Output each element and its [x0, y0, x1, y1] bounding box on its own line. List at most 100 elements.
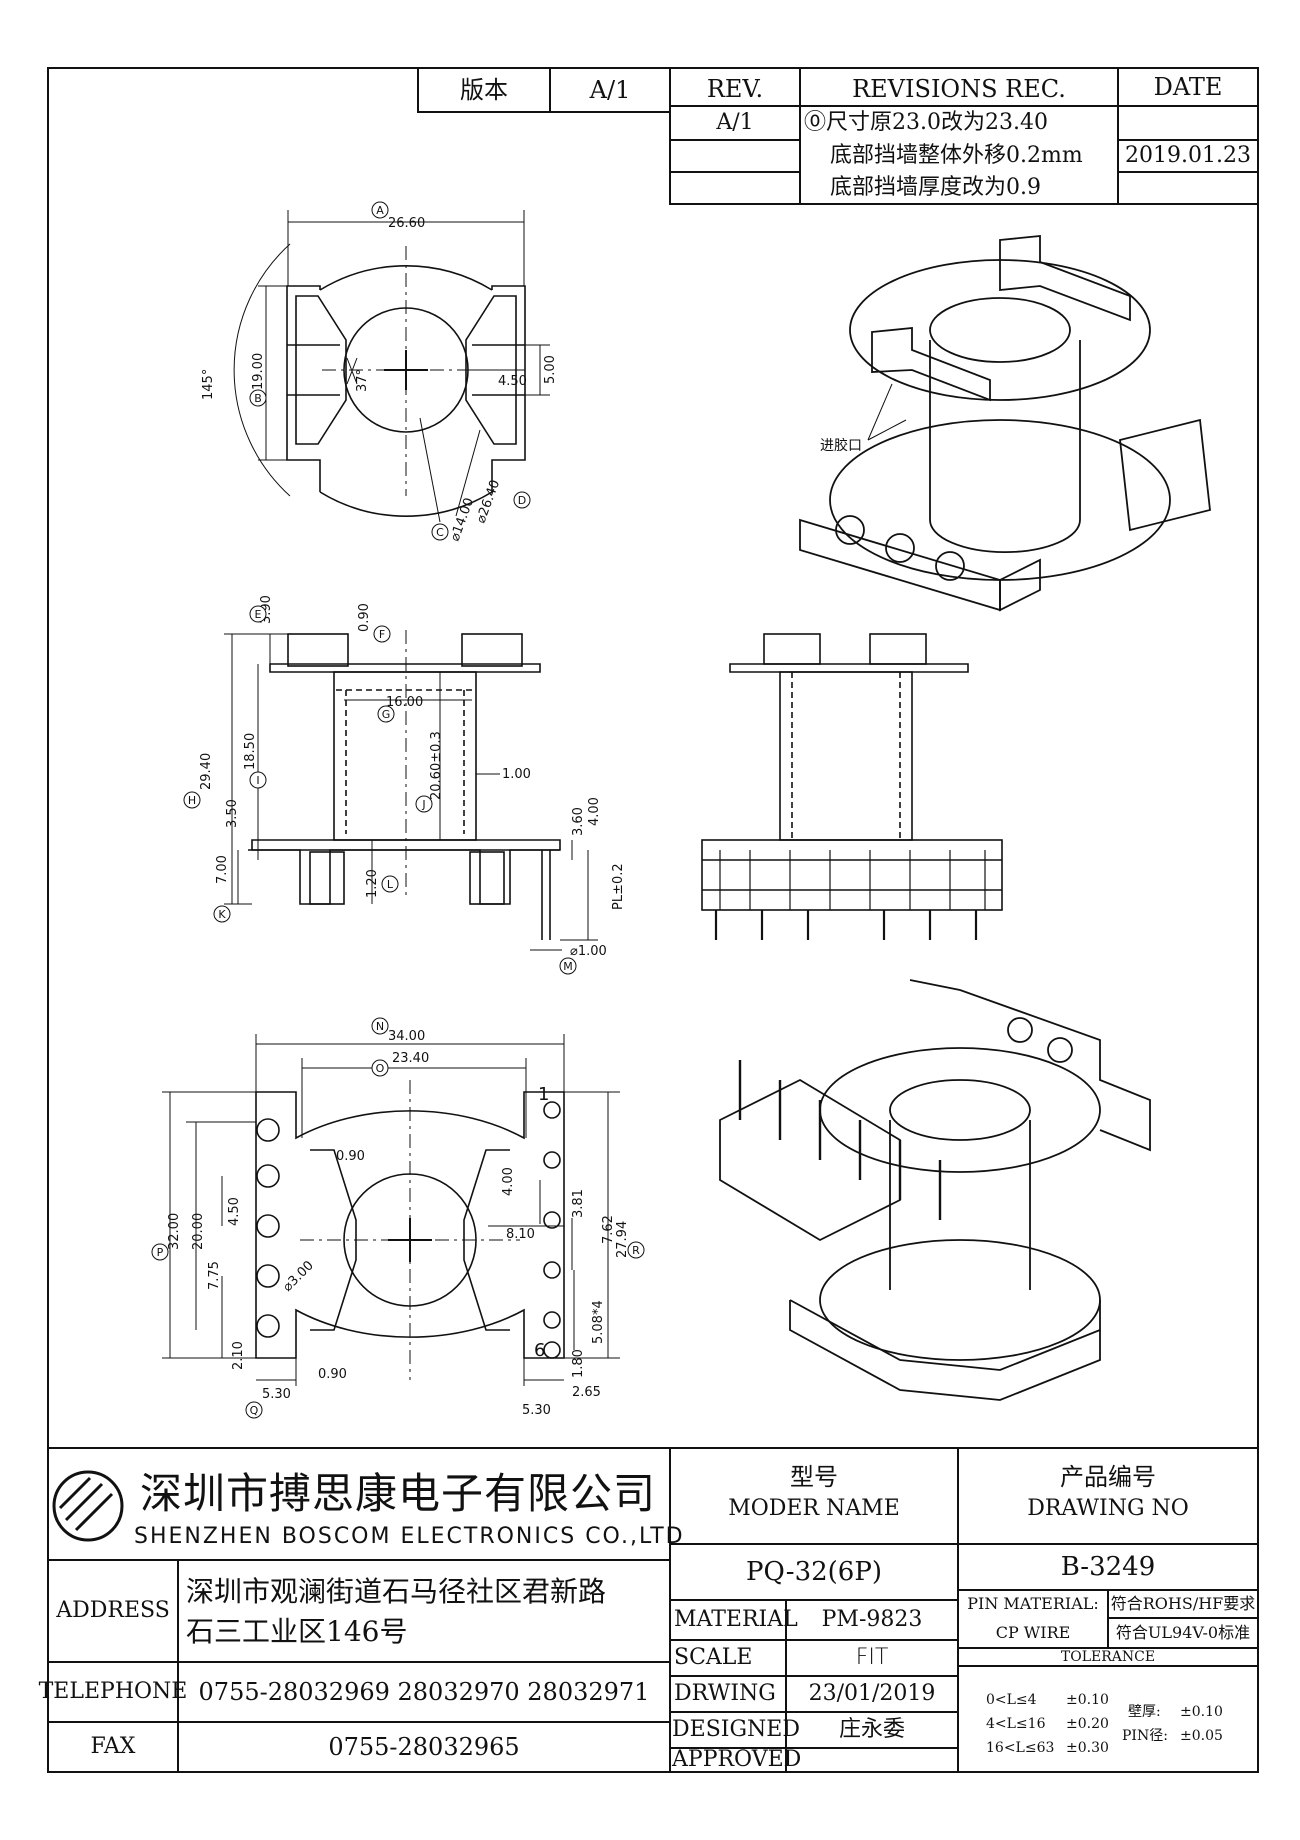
address-line-2: 石三工业区146号: [186, 1615, 408, 1648]
dim-145: 145°: [201, 369, 216, 400]
dim-h: 29.40: [199, 753, 214, 790]
tolerance-label: TOLERANCE: [1060, 1649, 1156, 1665]
svg-text:H: H: [188, 794, 196, 807]
scale-value: FIT: [855, 1645, 889, 1670]
tag-o: O: [371, 1059, 389, 1077]
tag-h: H: [183, 791, 201, 809]
tol-range-1: 0<L≤4: [986, 1692, 1037, 1708]
dim-q: 5.30: [262, 1387, 291, 1402]
tag-p: P: [151, 1243, 169, 1261]
revision-line-3: 底部挡墙厚度改为0.9: [830, 175, 1041, 200]
bottom-view: [162, 1034, 620, 1386]
dim-400-bottom: 4.00: [501, 1167, 516, 1196]
svg-text:A: A: [376, 204, 384, 217]
dim-090a: 0.90: [336, 1149, 365, 1164]
dim-400-side: 4.00: [587, 797, 602, 826]
svg-text:P: P: [157, 1246, 164, 1259]
fax-value: 0755-28032965: [328, 1733, 520, 1761]
tag-a: A: [371, 201, 389, 219]
tag-i: I: [249, 771, 267, 789]
drawing-no-cn-label: 产品编号: [1060, 1463, 1156, 1491]
tag-l: L: [381, 875, 399, 893]
cp-wire-label: CP WIRE: [995, 1623, 1071, 1642]
drawing-no-en-label: DRAWING NO: [1027, 1496, 1189, 1521]
dim-2060: 20.60±0.3: [429, 731, 444, 800]
dim-o: 23.40: [392, 1051, 429, 1066]
pin-dia-label: PIN径:: [1122, 1728, 1168, 1744]
tag-j: J: [415, 795, 433, 813]
svg-text:G: G: [382, 708, 391, 721]
tol-range-3: 16<L≤63: [986, 1740, 1055, 1756]
svg-text:O: O: [376, 1062, 385, 1075]
date-label: DATE: [1153, 73, 1223, 101]
pin-6-label: 6: [534, 1340, 545, 1361]
rev-value: A/1: [716, 110, 754, 135]
date-value: 2019.01.23: [1125, 143, 1251, 168]
revisions-label: REVISIONS REC.: [852, 75, 1066, 103]
tol-value-2: ±0.20: [1066, 1716, 1109, 1732]
dim-450-top: 4.50: [498, 374, 527, 389]
dim-810: 8.10: [506, 1227, 535, 1242]
tol-value-3: ±0.30: [1066, 1740, 1109, 1756]
svg-text:K: K: [218, 908, 226, 921]
dim-pl: PL±0.2: [611, 863, 626, 910]
pin-dia-value: ±0.05: [1180, 1728, 1223, 1744]
dim-120: 1.20: [365, 869, 380, 898]
dim-c: ⌀14.00: [448, 496, 478, 543]
tag-f: F: [373, 625, 391, 643]
dim-762: 7.62: [601, 1215, 616, 1244]
dim-f: 18.50: [243, 733, 258, 770]
dim-210: 2.10: [231, 1341, 246, 1370]
dim-090-side: 0.90: [357, 603, 372, 632]
pin-material-value: 符合ROHS/HF要求: [1110, 1594, 1256, 1613]
tol-range-2: 4<L≤16: [986, 1716, 1046, 1732]
tag-q: Q: [245, 1401, 263, 1419]
dim-p: 32.00: [167, 1213, 182, 1250]
model-cn-label: 型号: [790, 1463, 838, 1491]
top-view: [233, 210, 550, 523]
iso-view-top: [799, 235, 1211, 612]
tag-k: K: [213, 905, 231, 923]
cp-wire-value: 符合UL94V-0标准: [1115, 1623, 1251, 1642]
dim-m: ⌀1.00: [570, 944, 607, 959]
tag-g: G: [377, 705, 395, 723]
dim-381: 3.81: [571, 1189, 586, 1218]
material-value: PM-9823: [821, 1607, 923, 1632]
drawing-no-value: B-3249: [1060, 1552, 1156, 1582]
version-label: 版本: [460, 76, 508, 104]
dim-n: 34.00: [388, 1029, 425, 1044]
dim-508: 5.08*4: [591, 1300, 606, 1344]
front-view: [701, 633, 1003, 940]
dim-37: 37°: [355, 369, 370, 392]
tag-c: C: [431, 523, 449, 541]
tag-b: B: [249, 389, 267, 407]
model-en-label: MODER NAME: [728, 1496, 900, 1521]
dim-j: 3.50: [225, 799, 240, 828]
material-label: MATERIAL: [674, 1607, 798, 1632]
tag-n: N: [371, 1017, 389, 1035]
tol-value-1: ±0.10: [1066, 1692, 1109, 1708]
svg-text:B: B: [254, 392, 262, 405]
dim-g: 16.00: [386, 695, 423, 710]
svg-text:M: M: [563, 960, 573, 973]
tag-d: D: [513, 491, 531, 509]
revision-line-1: ⓪尺寸原23.0改为23.40: [804, 110, 1048, 135]
dim-300: ⌀3.00: [280, 1258, 317, 1295]
svg-text:C: C: [436, 526, 444, 539]
svg-text:L: L: [387, 878, 394, 891]
tag-r: R: [627, 1241, 645, 1259]
approved-label: APPROVED: [672, 1747, 802, 1772]
iso-view-bottom: [719, 979, 1151, 1401]
dim-090b: 0.90: [318, 1367, 347, 1382]
side-view: [224, 630, 598, 951]
logo-icon: [52, 1470, 124, 1542]
model-value: PQ-32(6P): [746, 1557, 882, 1587]
telephone-label: TELEPHONE: [38, 1679, 188, 1704]
approved-value: [786, 1748, 958, 1772]
telephone-value: 0755-28032969 28032970 28032971: [198, 1678, 650, 1706]
address-label: ADDRESS: [56, 1598, 170, 1623]
dim-d: ⌀26.40: [474, 478, 504, 525]
dim-180: 1.80: [571, 1349, 586, 1378]
